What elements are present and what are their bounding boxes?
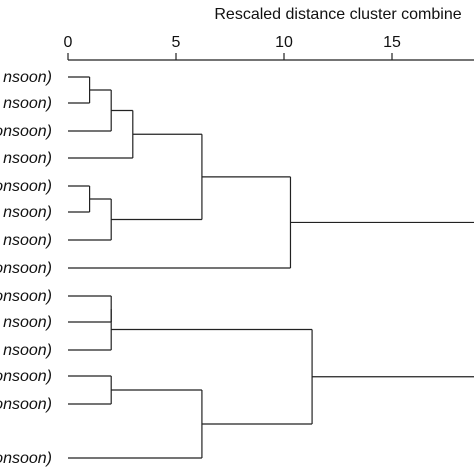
- x-tick-label: 15: [383, 34, 401, 51]
- leaf-label: onsoon): [0, 178, 52, 195]
- leaf-label: onsoon): [0, 123, 52, 140]
- leaf-label: onsoon): [0, 260, 52, 277]
- leaf-label: onsoon): [0, 368, 52, 385]
- leaf-label: onsoon): [0, 450, 52, 467]
- leaf-label: nsoon): [3, 342, 52, 359]
- leaf-label: nsoon): [3, 314, 52, 331]
- leaf-label: onsoon): [0, 288, 52, 305]
- leaf-label: nsoon): [3, 95, 52, 112]
- x-tick-label: 10: [275, 34, 293, 51]
- x-tick-label: 0: [64, 34, 73, 51]
- leaf-label: nsoon): [3, 204, 52, 221]
- x-tick-label: 5: [172, 34, 181, 51]
- leaf-label: nsoon): [3, 69, 52, 86]
- leaf-label: onsoon): [0, 396, 52, 413]
- x-axis-ticks: 0 5 10 15: [64, 34, 401, 60]
- leaf-label: nsoon): [3, 150, 52, 167]
- dendrogram-links: [68, 76, 474, 459]
- leaf-label: nsoon): [3, 232, 52, 249]
- leaf-labels: nsoon) nsoon) onsoon) nsoon) onsoon) nsoon) ns…: [0, 69, 52, 467]
- x-axis-title: Rescaled distance cluster combine: [214, 6, 461, 23]
